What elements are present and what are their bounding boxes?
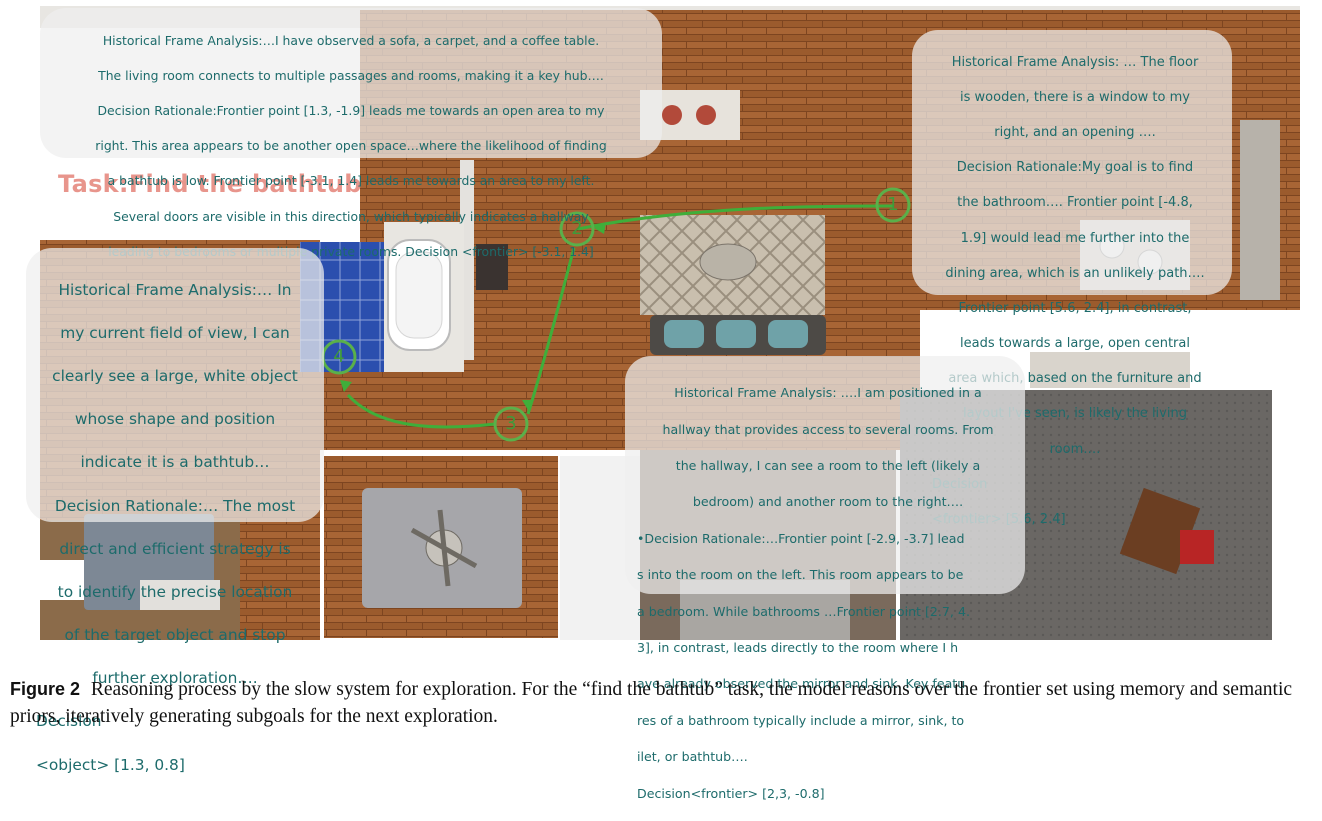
exploration-path <box>346 204 895 429</box>
panel-line: the bathroom…. Frontier point [-4.8, <box>957 195 1193 211</box>
coffee-table <box>699 243 757 281</box>
arrow-to-4 <box>340 380 352 392</box>
panel-line: a bedroom. While bathrooms …Frontier poi… <box>637 603 970 619</box>
arrow-to-3 <box>522 400 534 410</box>
wall-gap-1 <box>326 150 360 260</box>
window-right <box>1240 120 1280 300</box>
wall-gap-4 <box>40 560 90 600</box>
panel-line: clearly see a large, white object <box>52 366 298 385</box>
waypoint-2-label: 2 <box>571 218 583 239</box>
panel-line: Historical Frame Analysis:…I have observ… <box>102 32 600 48</box>
reasoning-panel-middle: Historical Frame Analysis: ….I am positi… <box>625 356 1025 801</box>
panel-line: res of a bathroom typically include a mi… <box>637 712 965 728</box>
wall-gap-5 <box>1030 352 1190 388</box>
caption-text: Reasoning process by the slow system for… <box>10 679 1293 727</box>
reasoning-panel-top: Historical Frame Analysis:…I have observ… <box>40 8 662 259</box>
left-bed-pillows <box>140 580 220 610</box>
figure-label: Figure 2 <box>10 679 81 699</box>
panel-line: ave already observed the mirror and sink… <box>637 676 966 692</box>
panel-line: hallway that provides access to several … <box>662 421 994 437</box>
panel-line: Several doors are visible in this direct… <box>113 208 589 224</box>
task-label: Task:Find the bathtub <box>58 170 362 198</box>
panel-line: Historical Frame Analysis: … The floor <box>951 54 1199 70</box>
panel-line: of the target object and stop <box>64 626 286 645</box>
reasoning-panel-left: Historical Frame Analysis:… In my curren… <box>26 248 324 774</box>
red-chair <box>1180 530 1214 564</box>
fan-blade-2 <box>437 509 451 587</box>
panel-line: further exploration…. <box>92 669 258 688</box>
panel-line: bedroom) and another room to the right…. <box>692 494 964 510</box>
panel-line: Frontier point [5.6, 2.4], in contrast, <box>958 300 1192 316</box>
panel-line: ilet, or bathtub…. <box>637 749 748 765</box>
side-table <box>476 244 508 290</box>
panel-line: •Decision Rationale:…Frontier point [-2.… <box>637 530 965 546</box>
waypoint-3-label: 3 <box>505 413 517 434</box>
panel-line: 3], in contrast, leads directly to the r… <box>637 640 959 656</box>
bathtub-inner <box>395 251 443 339</box>
panel-line: Decision<frontier> [2,3, -0.8] <box>637 785 825 801</box>
sofa-cushion-3 <box>768 320 808 348</box>
panel-line: Historical Frame Analysis:… In <box>58 280 292 299</box>
panel-line: is wooden, there is a window to my <box>960 89 1190 105</box>
panel-line: my current field of view, I can <box>60 323 290 342</box>
panel-line: The living room connects to multiple pas… <box>98 67 604 83</box>
panel-line: direct and efficient strategy is <box>59 539 291 558</box>
panel-line: whose shape and position <box>74 410 276 429</box>
waypoint-1-circle <box>875 187 911 223</box>
panel-line: to identify the precise location <box>57 582 293 601</box>
panel-line: a bathtub is low. Frontier point [-3.1, … <box>107 173 595 189</box>
panel-line: s into the room on the left. This room a… <box>637 567 964 583</box>
chair-b <box>696 105 716 125</box>
waypoint-2-circle <box>559 211 595 247</box>
panel-line: Historical Frame Analysis: ….I am positi… <box>674 385 982 401</box>
sofa-cushion-1 <box>664 320 704 348</box>
panel-line: Decision Rationale:… The most <box>54 496 296 515</box>
panel-line: right. This area appears to be another o… <box>95 138 607 154</box>
panel-line: Decision Rationale:My goal is to find <box>956 160 1194 176</box>
panel-line: indicate it is a bathtub… <box>80 453 270 472</box>
sofa-cushion-2 <box>716 320 756 348</box>
panel-line: 1.9] would lead me further into the <box>960 230 1190 246</box>
arrow-to-2 <box>594 222 606 234</box>
panel-line: Decision Rationale:Frontier point [1.3, … <box>97 102 605 118</box>
waypoint-4-label: 4 <box>333 346 345 367</box>
reasoning-panel-right: Historical Frame Analysis: … The floor i… <box>912 30 1232 527</box>
panel-line: Decision <box>36 712 102 731</box>
panel-line: the hallway, I can see a room to the lef… <box>675 458 981 474</box>
panel-line: room…. <box>1049 441 1101 457</box>
panel-line: <object> [1.3, 0.8] <box>36 755 185 774</box>
panel-line: right, and an opening …. <box>994 124 1156 140</box>
panel-line: dining area, which is an unlikely path…. <box>945 265 1205 281</box>
figure-caption: Figure 2 Reasoning process by the slow s… <box>10 676 1320 730</box>
chair-a <box>662 105 682 125</box>
waypoint-1-label: 1 <box>887 194 899 215</box>
panel-line: leads towards a large, open central <box>960 336 1190 352</box>
waypoint-3-circle <box>493 406 529 442</box>
